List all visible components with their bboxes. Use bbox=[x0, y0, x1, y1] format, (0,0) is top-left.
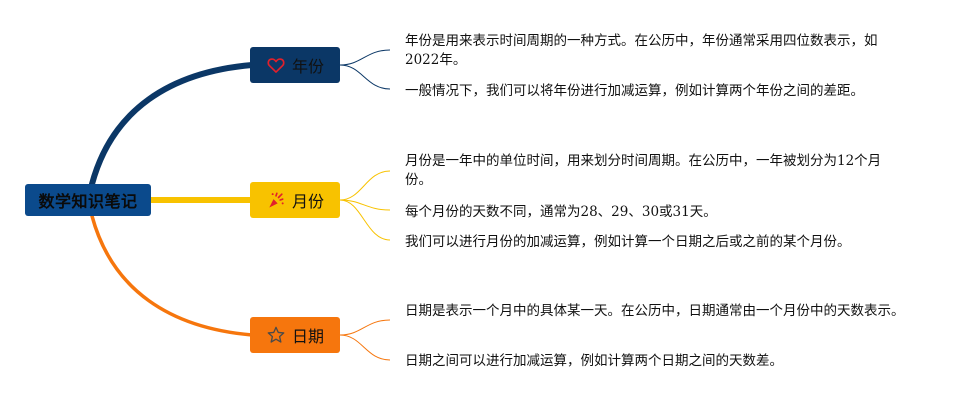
note-text: 年份是用来表示时间周期的一种方式。在公历中，年份通常采用四位数表示，如2022年… bbox=[405, 33, 878, 68]
note-connector bbox=[339, 49, 391, 66]
note-text: 我们可以进行月份的加减运算，例如计算一个日期之后或之前的某个月份。 bbox=[405, 234, 851, 250]
note-connector bbox=[339, 334, 391, 361]
branch-topic-label: 月份 bbox=[291, 192, 324, 211]
branch-topic-nianfen[interactable]: 年份 bbox=[250, 47, 340, 83]
note-text: 日期是表示一个月中的具体某一天。在公历中，日期通常由一个月份中的天数表示。 bbox=[405, 303, 905, 319]
branch-topic-yuefen[interactable]: 月份 bbox=[250, 182, 340, 218]
note-connector bbox=[339, 64, 391, 90]
root-topic-label: 数学知识笔记 bbox=[38, 192, 138, 211]
branch-topic-label: 年份 bbox=[291, 57, 324, 76]
note-connector bbox=[339, 199, 391, 241]
branch-connector-nianfen bbox=[89, 62, 255, 187]
note-text: 每个月份的天数不同，通常为28、29、30或31天。 bbox=[405, 204, 717, 220]
note-connector bbox=[339, 319, 391, 336]
note-text: 一般情况下，我们可以将年份进行加减运算，例如计算两个年份之间的差距。 bbox=[405, 83, 864, 99]
note-connector bbox=[339, 170, 391, 201]
root-topic[interactable]: 数学知识笔记 bbox=[25, 184, 151, 216]
note-text: 月份是一年中的单位时间，用来划分时间周期。在公历中，一年被划分为12个月份。 bbox=[405, 153, 882, 188]
branch-topic-label: 日期 bbox=[291, 327, 324, 346]
heart-icon bbox=[266, 55, 286, 75]
star-icon bbox=[266, 325, 286, 345]
branch-connector-riqi bbox=[90, 214, 254, 337]
party-popper-icon bbox=[266, 190, 286, 210]
branch-topic-riqi[interactable]: 日期 bbox=[250, 317, 340, 353]
note-text: 日期之间可以进行加减运算，例如计算两个日期之间的天数差。 bbox=[405, 353, 783, 369]
